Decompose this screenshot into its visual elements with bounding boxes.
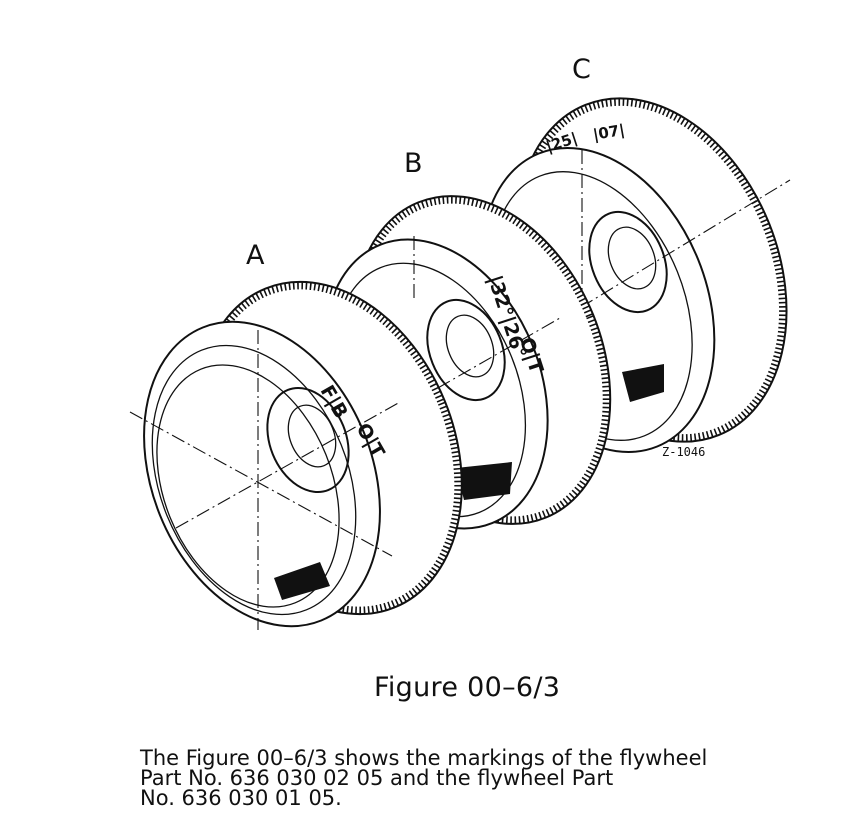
flywheel-a-inner-rim-2 [156, 364, 340, 608]
flywheel-b-bore [445, 314, 495, 378]
flywheel-b-hub [426, 298, 506, 402]
reference-code: Z-1046 [662, 445, 705, 459]
flywheel-a-hub [266, 386, 350, 494]
label-c: C [572, 54, 591, 85]
flywheel-a-axis-diagonal [129, 411, 393, 557]
flywheel-a-teeth [198, 282, 462, 614]
flywheel-a-inner-rim [151, 344, 357, 616]
description-line-3: No. 636 030 01 05. [140, 786, 342, 810]
flywheel-c-hub [588, 210, 668, 314]
figure-description: The Figure 00–6/3 shows the markings of … [140, 746, 820, 810]
flywheel-a [129, 280, 463, 630]
flywheel-c-bore [607, 226, 657, 290]
flywheel-a-axis [175, 401, 401, 529]
description-line-1: The Figure 00–6/3 shows the markings of … [140, 746, 708, 770]
label-b: B [404, 148, 423, 179]
figure-caption: Figure 00–6/3 [374, 672, 561, 703]
flywheel-a-shadow [274, 562, 330, 600]
flywheel-a-face [143, 320, 381, 628]
flywheel-c-teeth [517, 98, 787, 442]
flywheel-c-shadow [622, 364, 664, 402]
label-a: A [246, 240, 265, 271]
flywheel-a-bore [287, 404, 337, 468]
flywheel-c-axis [559, 179, 791, 321]
description-line-2: Part No. 636 030 02 05 and the flywheel … [140, 766, 614, 790]
flywheel-b-shadow [456, 462, 512, 500]
